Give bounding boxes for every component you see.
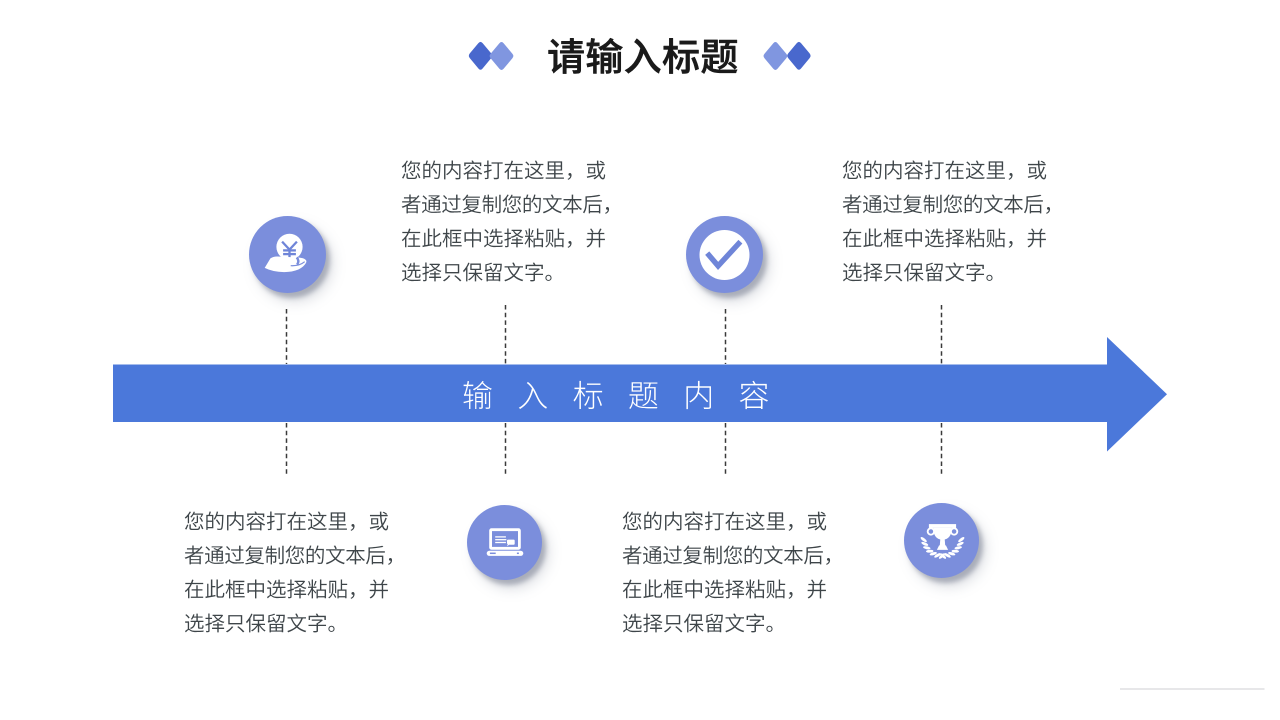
title-ornament-left: [468, 41, 514, 70]
dashed-connectors: [285, 305, 943, 476]
laptop-badge: [467, 505, 542, 580]
laurel-leaves: [920, 537, 965, 559]
paragraph-line: [184, 538, 424, 572]
placeholder-paragraph-4: [842, 153, 1082, 289]
paragraph-line: [401, 153, 641, 187]
diamond-light-icon: [763, 42, 788, 70]
paragraph-line: [842, 255, 1082, 289]
paragraph-line: [842, 221, 1082, 255]
diamond-light-icon: [489, 42, 514, 70]
paragraph-line: [622, 538, 862, 572]
paragraph-line: [184, 504, 424, 538]
money-in-hand-badge: [249, 216, 326, 293]
banner-title: [462, 375, 799, 415]
placeholder-paragraph-2: [401, 153, 641, 289]
paragraph-line: [842, 153, 1082, 187]
title-ornament-right: [763, 41, 811, 70]
paragraph-line: [622, 572, 862, 606]
trophy-icon: [920, 524, 965, 559]
paragraph-line: [401, 221, 641, 255]
paragraph-line: [842, 187, 1082, 221]
placeholder-paragraph-3: [622, 504, 862, 640]
trophy-badge: [904, 503, 979, 578]
check-badge: [686, 216, 763, 293]
paragraph-line: [401, 255, 641, 289]
money-in-hand-icon: [264, 233, 307, 273]
diamond-dark-icon: [468, 41, 493, 70]
laptop-icon: [486, 528, 524, 556]
check-icon: [699, 230, 750, 280]
diamond-dark-icon: [787, 41, 811, 70]
paragraph-line: [622, 504, 862, 538]
slide-title: [547, 30, 745, 82]
placeholder-paragraph-1: [184, 504, 424, 640]
paragraph-line: [184, 606, 424, 640]
paragraph-line: [401, 187, 641, 221]
paragraph-line: [184, 572, 424, 606]
paragraph-line: [622, 606, 862, 640]
